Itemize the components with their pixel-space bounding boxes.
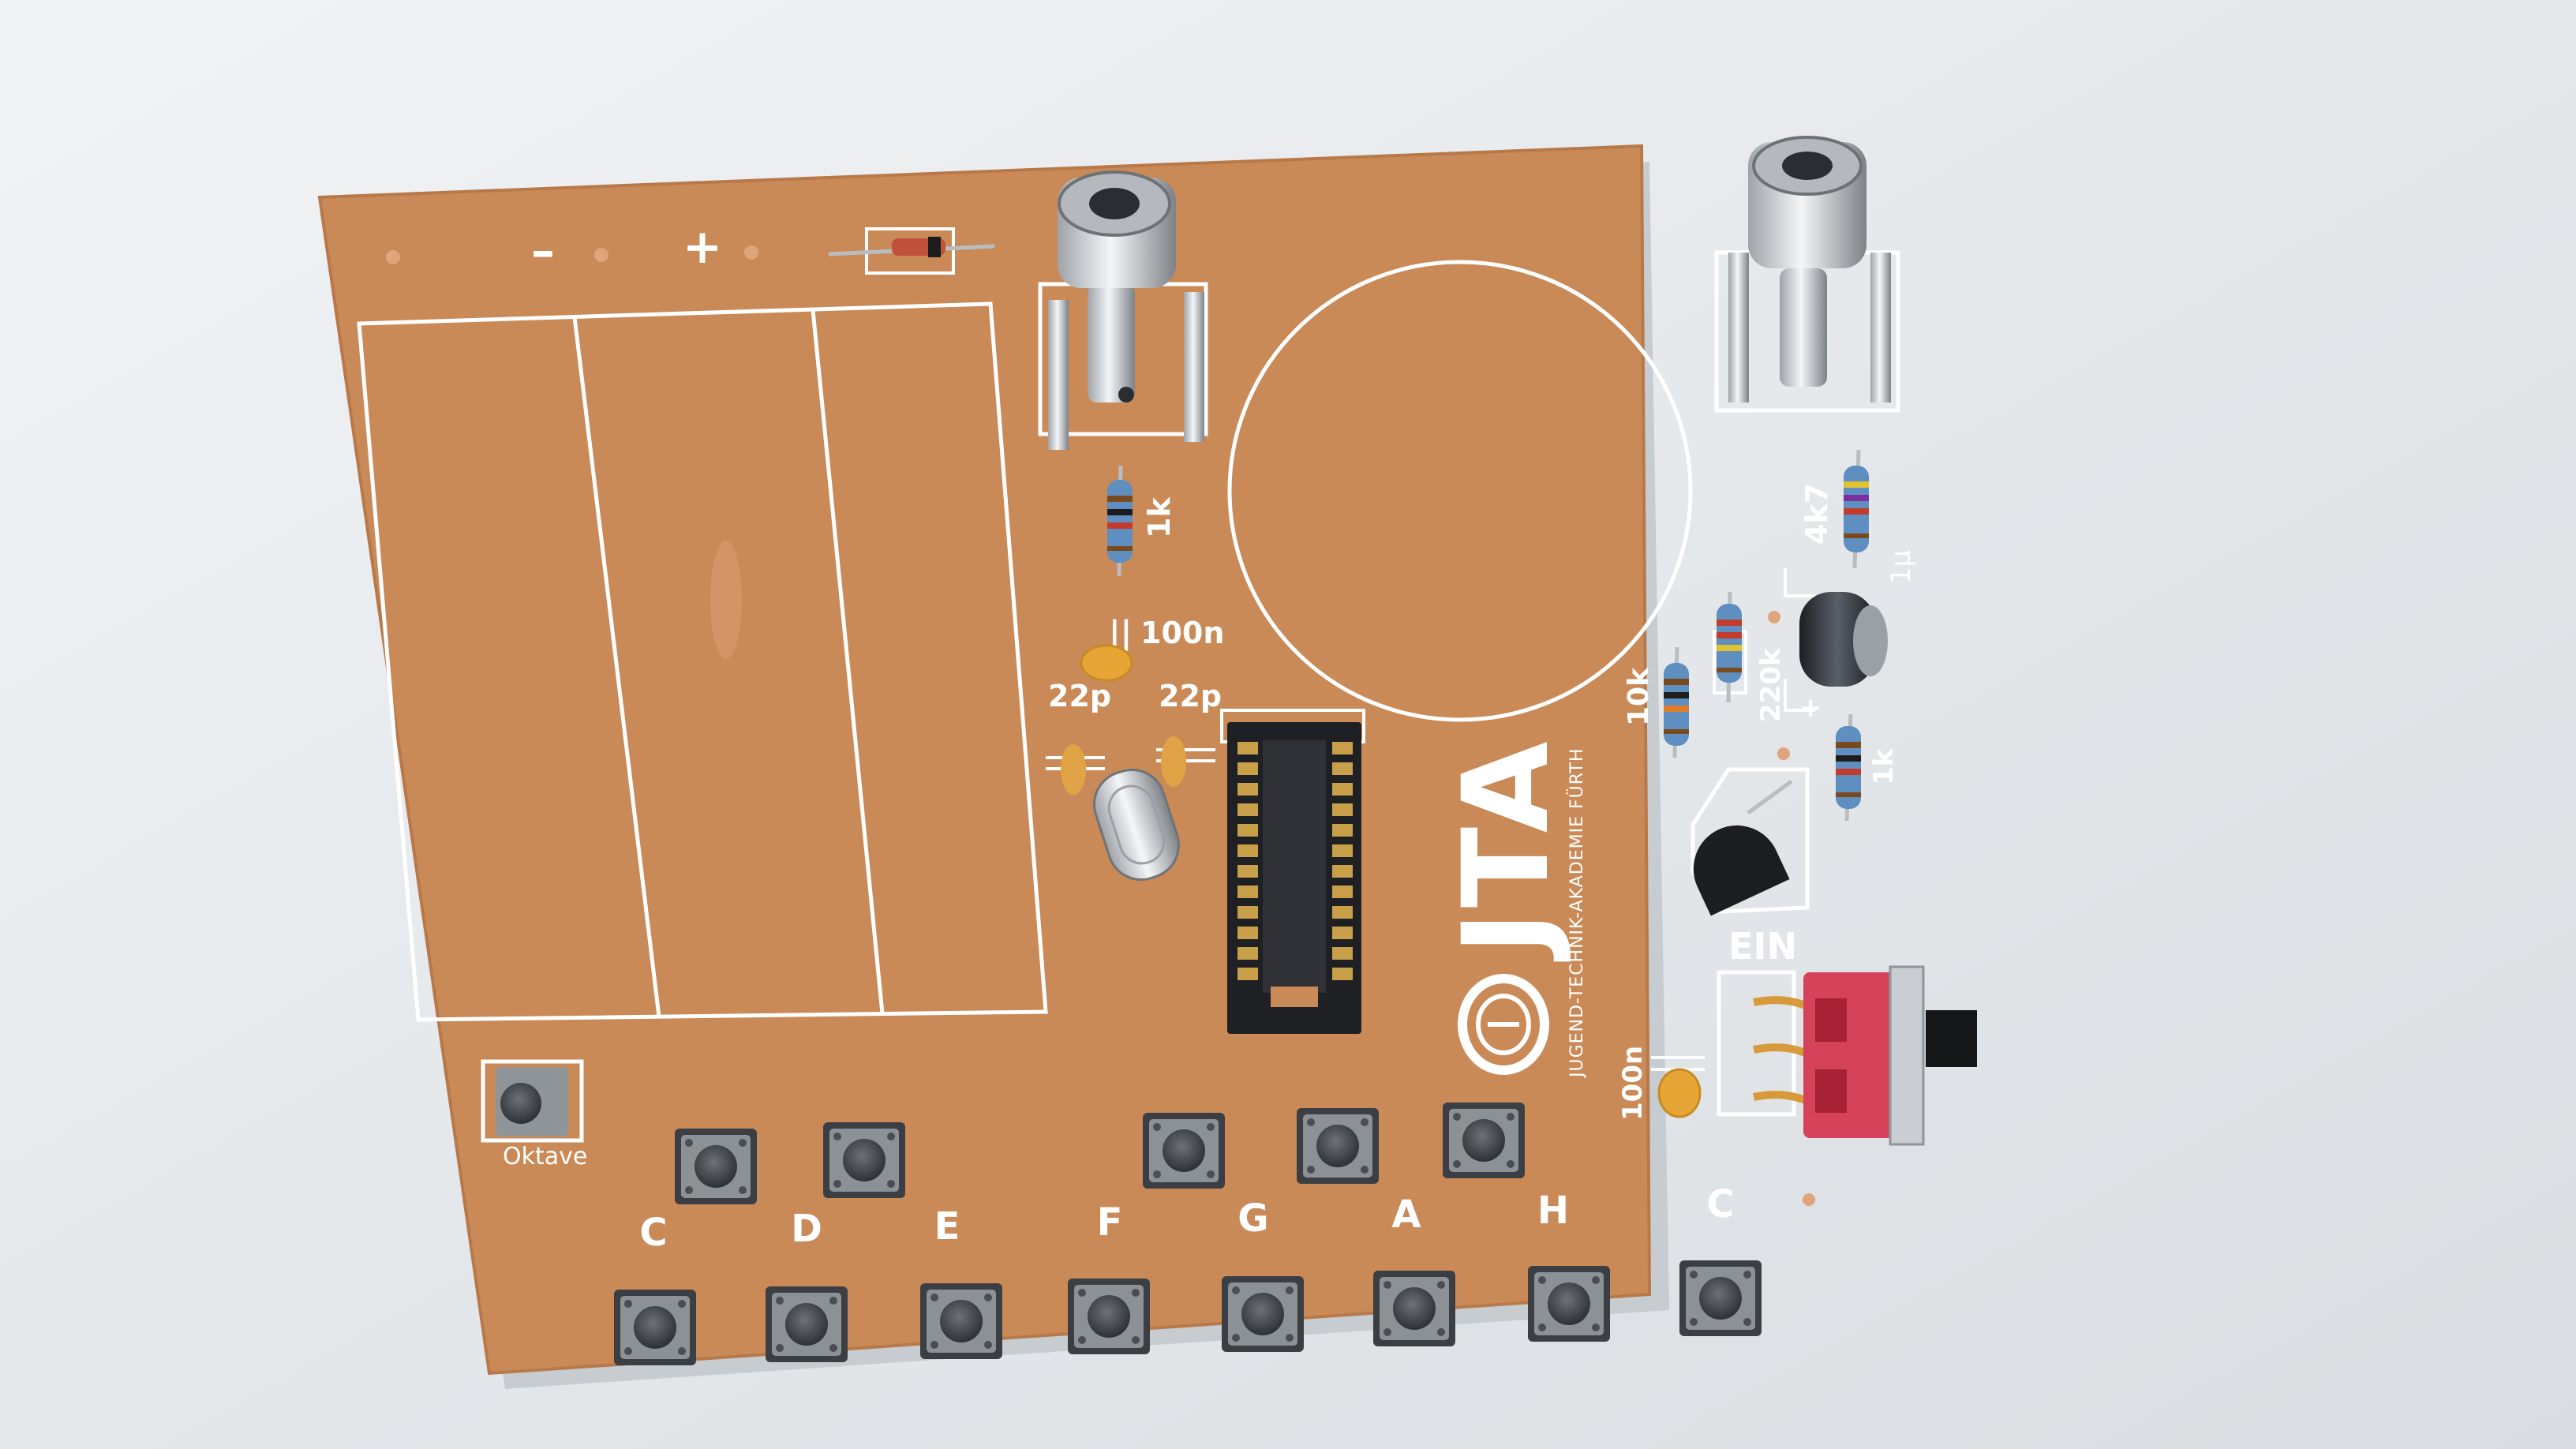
rca-jack-right — [1714, 136, 1900, 413]
ceramic-cap-22p-left — [1046, 744, 1105, 795]
socket-pin — [1237, 803, 1258, 816]
slide-switch[interactable] — [1753, 965, 1977, 1146]
note-label: G — [1237, 1196, 1268, 1241]
sharp-key-button-3[interactable] — [1143, 1113, 1225, 1189]
socket-pin — [1237, 886, 1258, 898]
socket-pin — [1332, 783, 1353, 796]
label-cap-22p-right: 22p — [1159, 679, 1222, 713]
socket-pin — [1237, 927, 1258, 939]
ceramic-cap-22p-right — [1156, 736, 1215, 787]
resistor-1k-right — [1836, 713, 1861, 822]
label-cap-22p-left: 22p — [1048, 679, 1111, 713]
note-label: C — [1706, 1182, 1734, 1226]
note-key-button[interactable] — [614, 1290, 696, 1365]
smudge — [710, 541, 742, 659]
note-key-button[interactable] — [1222, 1276, 1304, 1352]
label-cap-100n-top: 100n — [1140, 616, 1224, 650]
pad — [1768, 611, 1780, 623]
socket-pin — [1237, 783, 1258, 796]
sharp-key-button-1[interactable] — [675, 1129, 757, 1204]
socket-pin — [1332, 886, 1353, 898]
socket-pin — [1332, 927, 1353, 939]
socket-pin — [1332, 947, 1353, 960]
minus-label: – — [531, 223, 555, 279]
socket-pin — [1332, 865, 1353, 878]
logo-subtitle: JUGEND-TECHNIK-AKADEMIE FÜRTH — [1567, 748, 1587, 1079]
sharp-key-button-5[interactable] — [1443, 1103, 1525, 1178]
quartz-crystal — [1092, 768, 1181, 882]
diode-band — [928, 237, 941, 257]
note-label: F — [1097, 1200, 1123, 1245]
pcb-board — [317, 144, 1652, 1376]
resistor-220k — [1713, 591, 1747, 703]
octave-label: Oktave — [503, 1143, 587, 1170]
ic-socket — [1220, 709, 1365, 1034]
socket-pin — [1237, 947, 1258, 960]
socket-pin — [1332, 803, 1353, 816]
label-r-10k: 10k — [1623, 667, 1655, 726]
jta-logo — [1458, 974, 1549, 1075]
plus-mark: + — [1799, 692, 1822, 724]
speaker-outline — [1227, 260, 1693, 722]
logo-text: JTA — [1438, 738, 1575, 962]
note-key-button[interactable] — [1679, 1260, 1762, 1336]
pad — [594, 248, 608, 262]
note-key-button[interactable] — [920, 1283, 1002, 1359]
note-label: D — [791, 1207, 822, 1251]
electrolytic-capacitor — [1799, 592, 1888, 687]
note-label: E — [934, 1204, 960, 1249]
socket-pin — [1237, 742, 1258, 754]
note-key-button[interactable] — [1068, 1279, 1150, 1354]
label-r-4k7: 4k7 — [1799, 483, 1834, 545]
socket-pin — [1332, 968, 1353, 980]
sharp-key-button-4[interactable] — [1297, 1108, 1379, 1184]
socket-pin — [1237, 906, 1258, 919]
socket-pin — [1332, 906, 1353, 919]
note-label: A — [1391, 1193, 1421, 1237]
note-key-button[interactable] — [1528, 1266, 1610, 1342]
resistor-4k7 — [1844, 449, 1869, 569]
label-r-1k-right: 1k — [1868, 747, 1900, 785]
socket-pin — [1332, 824, 1353, 837]
socket-pin — [1237, 844, 1258, 857]
note-label: C — [639, 1211, 667, 1255]
switch-outline — [1717, 970, 1796, 1117]
socket-pin — [1237, 762, 1258, 775]
socket-pin — [1237, 968, 1258, 980]
sharp-key-button-2[interactable] — [823, 1122, 905, 1198]
rca-jack-left — [1038, 170, 1208, 450]
socket-pin — [1332, 742, 1353, 754]
transistor-outline — [1690, 767, 1810, 914]
label-cap-100n-bottom: 100n — [1617, 1046, 1649, 1121]
label-switch: EIN — [1728, 925, 1797, 968]
pad — [1777, 747, 1790, 760]
note-key-button[interactable] — [766, 1286, 848, 1362]
label-elcap: 1µ — [1885, 550, 1917, 584]
note-label: H — [1537, 1189, 1569, 1233]
label-r-220k: 220k — [1755, 647, 1787, 722]
socket-pin — [1332, 762, 1353, 775]
ceramic-cap-100n-bottom — [1651, 1056, 1705, 1118]
pad — [1803, 1193, 1815, 1206]
octave-button[interactable] — [481, 1059, 584, 1143]
electrolytic-cap-outline — [1784, 568, 1815, 712]
plus-label: + — [683, 219, 722, 275]
resistor-10k — [1664, 646, 1689, 758]
battery-holder-silkscreen — [357, 301, 1048, 1022]
resistor-1k-top — [1107, 465, 1133, 577]
socket-pin — [1237, 865, 1258, 878]
transistor — [1693, 779, 1793, 916]
label-r-top: 1k — [1142, 497, 1177, 538]
pad — [744, 245, 758, 260]
note-key-button[interactable] — [1373, 1271, 1455, 1346]
socket-pin — [1237, 824, 1258, 837]
socket-pin — [1332, 844, 1353, 857]
pad — [386, 250, 400, 264]
ceramic-cap-100n-top — [1080, 644, 1133, 682]
